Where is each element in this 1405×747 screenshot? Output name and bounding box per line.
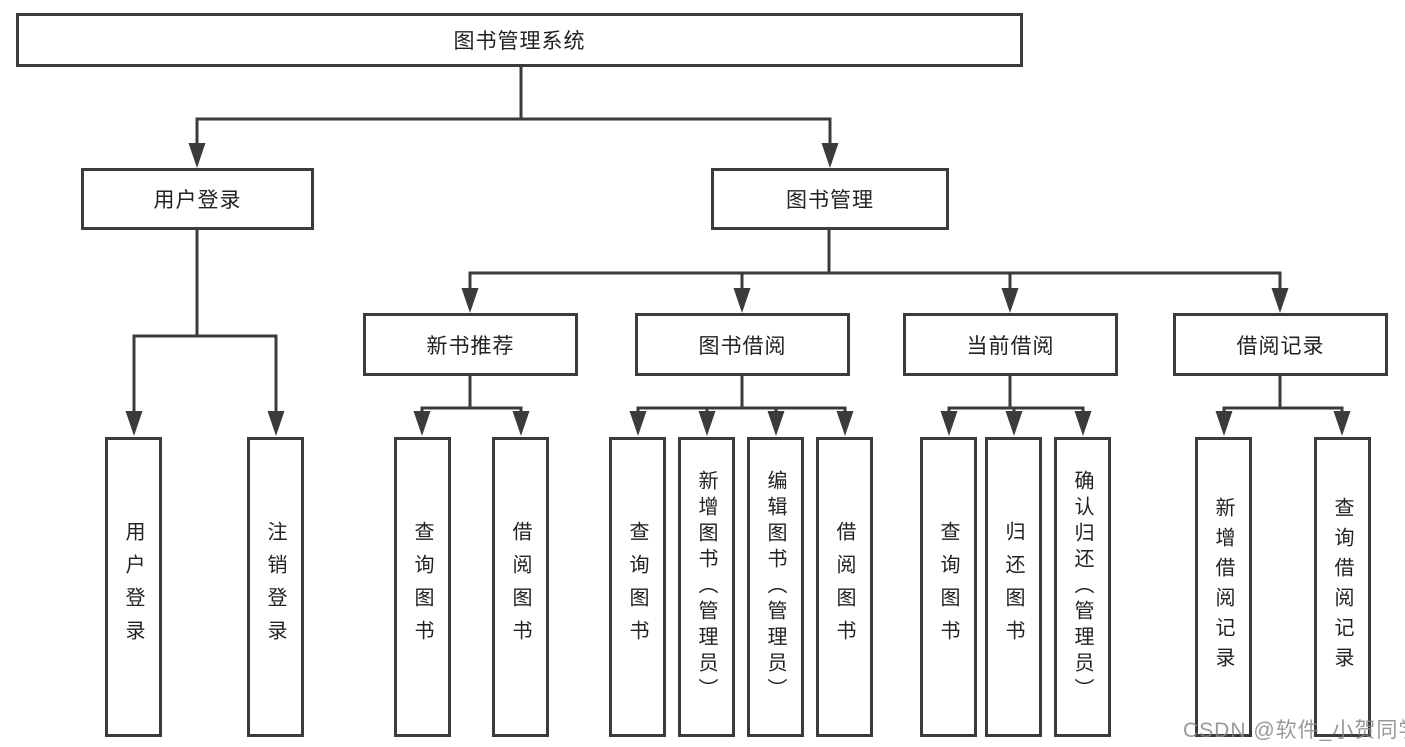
arrow-down-icon (836, 411, 854, 436)
leaf-confirm-return-admin: 确认归还（管理员） (1054, 437, 1111, 737)
watermark: CSDN @软件_小贺同学 (1183, 719, 1405, 742)
arrow-down-icon (188, 143, 206, 168)
leaf-return-books: 归还图书 (985, 437, 1042, 737)
arrow-down-icon (413, 411, 431, 436)
leaf-edit-book-admin: 编辑图书（管理员） (747, 437, 804, 737)
node-new-book-recommend: 新书推荐 (363, 313, 578, 376)
arrow-down-icon (733, 288, 751, 313)
connector-root-to-level2 (195, 66, 832, 148)
node-book-borrow: 图书借阅 (635, 313, 850, 376)
arrow-down-icon (1001, 288, 1019, 313)
connector-book-borrow-children (636, 376, 847, 414)
arrow-down-icon (1005, 411, 1023, 436)
connector-user-login-children (132, 230, 278, 416)
arrow-down-icon (629, 411, 647, 436)
node-borrow-records: 借阅记录 (1173, 313, 1388, 376)
arrow-down-icon (1271, 288, 1289, 313)
arrow-down-icon (767, 411, 785, 436)
arrow-down-icon (125, 411, 143, 436)
arrow-down-icon (1074, 411, 1092, 436)
connector-book-mgmt-children (468, 230, 1282, 292)
connector-borrow-record-children (1222, 376, 1344, 414)
leaf-query-borrow-record: 查询借阅记录 (1314, 437, 1371, 737)
node-book-management: 图书管理 (711, 168, 949, 230)
arrow-down-icon (267, 411, 285, 436)
leaf-borrow-books-recommend: 借阅图书 (492, 437, 549, 737)
node-library-system: 图书管理系统 (16, 13, 1023, 67)
leaf-add-borrow-record: 新增借阅记录 (1195, 437, 1252, 737)
leaf-user-login: 用户登录 (105, 437, 162, 737)
node-current-borrow: 当前借阅 (903, 313, 1118, 376)
leaf-borrow-books: 借阅图书 (816, 437, 873, 737)
leaf-query-books-recommend: 查询图书 (394, 437, 451, 737)
arrow-down-icon (1333, 411, 1351, 436)
node-user-login: 用户登录 (81, 168, 314, 230)
arrow-down-icon (940, 411, 958, 436)
arrowheads (125, 143, 1351, 436)
leaf-query-books-borrow: 查询图书 (609, 437, 666, 737)
arrow-down-icon (821, 143, 839, 168)
arrow-down-icon (461, 288, 479, 313)
leaf-add-book-admin: 新增图书（管理员） (678, 437, 735, 737)
connector-current-borrow-children (947, 376, 1085, 414)
arrow-down-icon (1215, 411, 1233, 436)
leaf-query-books-current: 查询图书 (920, 437, 977, 737)
leaf-logout-login: 注销登录 (247, 437, 304, 737)
arrow-down-icon (698, 411, 716, 436)
arrow-down-icon (512, 411, 530, 436)
connector-new-book-children (420, 376, 523, 414)
